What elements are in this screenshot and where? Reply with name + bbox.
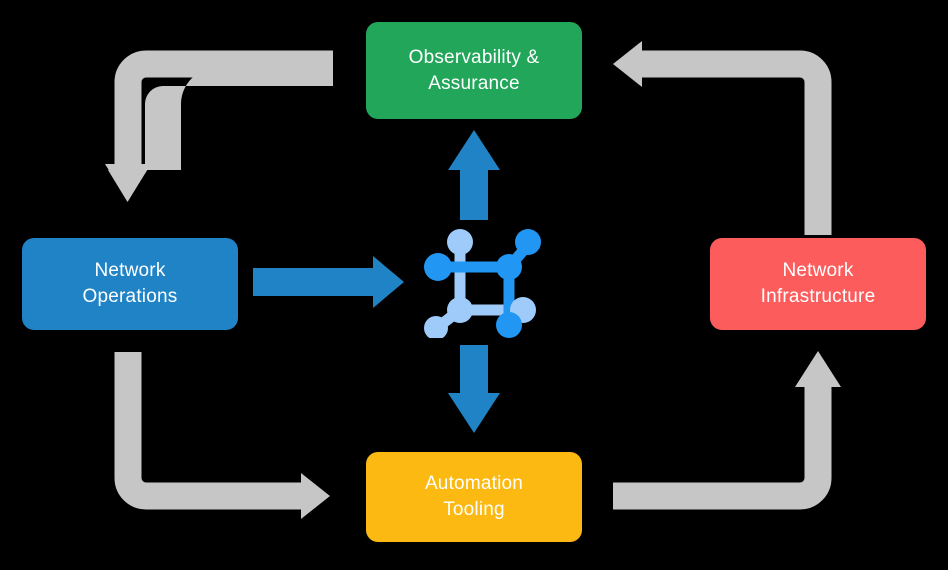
topology-node-top-left: [447, 229, 473, 255]
topology-node-bottom: [496, 312, 522, 338]
gray-arrow-operations-to-automation-head: [301, 473, 330, 519]
blue-arrow-center-to-observability-head: [448, 130, 500, 170]
topology-node-mid-left: [447, 297, 473, 323]
blue-arrow-operations-to-center-body: [253, 268, 375, 296]
topology-node-left: [424, 253, 452, 281]
gray-arrow-automation-to-infrastructure-body: [613, 385, 832, 510]
topology-node-top-right: [515, 229, 541, 255]
blue-arrow-center-to-automation-head: [448, 393, 500, 433]
topology-node-bottom-left: [424, 316, 448, 338]
node-box-network-infrastructure[interactable]: Network Infrastructure: [710, 238, 926, 330]
node-box-observability[interactable]: Observability & Assurance: [366, 22, 582, 119]
node-box-network-operations[interactable]: Network Operations: [22, 238, 238, 330]
topology-nodes-primary: [424, 229, 541, 338]
gray-arrow-observability-to-operations: [108, 50, 333, 202]
gray-arrow-infrastructure-to-observability-body: [640, 50, 832, 235]
gray-arrow-observability-to-operations-head: [105, 164, 151, 201]
gray-arrow-observability-to-operations-body: [114, 50, 333, 166]
gray-arrow-infrastructure-to-observability-head: [613, 41, 642, 87]
topology-node-center: [496, 254, 522, 280]
gray-arrow-automation-to-infrastructure-head: [795, 351, 841, 387]
network-topology-icon: [424, 229, 541, 338]
blue-arrow-operations-to-center-head: [373, 256, 404, 308]
node-box-automation-tooling[interactable]: Automation Tooling: [366, 452, 582, 542]
gray-arrow-operations-to-automation-body: [114, 352, 303, 510]
